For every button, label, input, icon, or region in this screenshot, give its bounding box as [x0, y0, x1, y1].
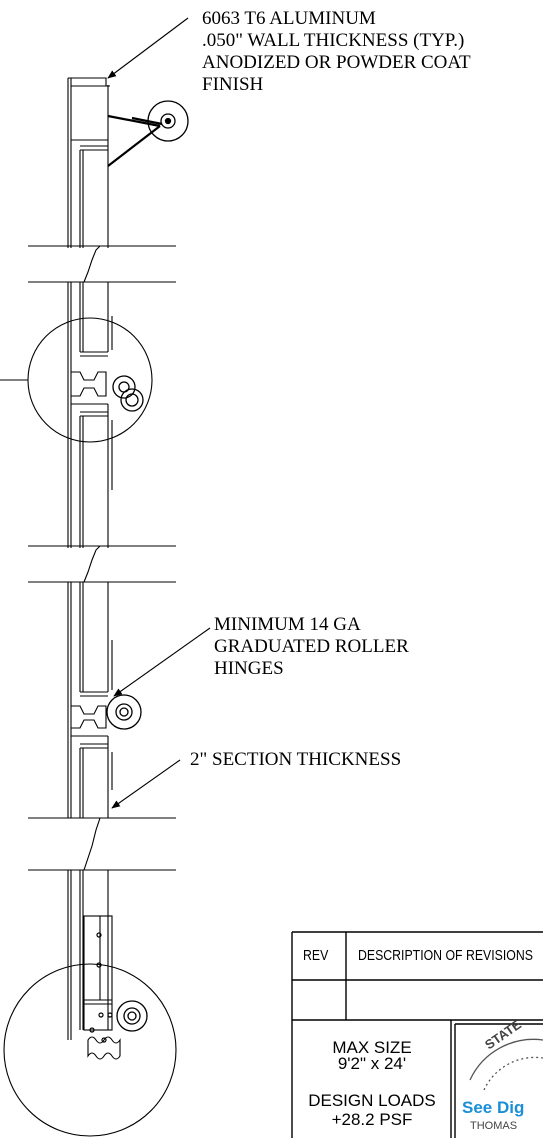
- engineer-seal-graphic: [469, 1038, 543, 1091]
- title-block-grid: [291, 931, 543, 1138]
- hinges-line-1: MINIMUM 14 GA: [214, 614, 361, 635]
- seal-overlay-text: See Dig: [462, 1098, 525, 1117]
- section-thickness-callout: 2" SECTION THICKNESS: [190, 749, 402, 770]
- material-callout: 6063 T6 ALUMINUM .050" WALL THICKNESS (T…: [202, 8, 471, 96]
- material-line-2: .050" WALL THICKNESS (TYP.): [202, 30, 465, 51]
- fastener-holes: [89, 932, 113, 1043]
- material-line-3: ANODIZED OR POWDER COAT: [202, 52, 471, 73]
- break-lines: [28, 245, 176, 871]
- section-profile: [67, 77, 163, 1060]
- hinges-callout: MINIMUM 14 GA GRADUATED ROLLER HINGES: [214, 614, 409, 680]
- detail-circles: [0, 317, 177, 1137]
- material-line-1: 6063 T6 ALUMINUM: [202, 8, 376, 29]
- rev-header: REV: [303, 947, 329, 964]
- max-size-label: MAX SIZE: [332, 1038, 412, 1057]
- roller-hinges: [106, 100, 189, 1032]
- max-size-value: 9'2" x 24': [337, 1054, 407, 1073]
- design-loads-label: DESIGN LOADS: [308, 1091, 436, 1110]
- seal-name-text: THOMAS: [470, 1120, 518, 1132]
- material-line-4: FINISH: [202, 74, 264, 95]
- description-header: DESCRIPTION OF REVISIONS: [358, 947, 533, 964]
- design-loads-value: +28.2 PSF: [331, 1110, 413, 1129]
- leader-lines: [107, 17, 211, 809]
- hinges-line-3: HINGES: [214, 658, 284, 679]
- hinges-line-2: GRADUATED ROLLER: [214, 636, 409, 657]
